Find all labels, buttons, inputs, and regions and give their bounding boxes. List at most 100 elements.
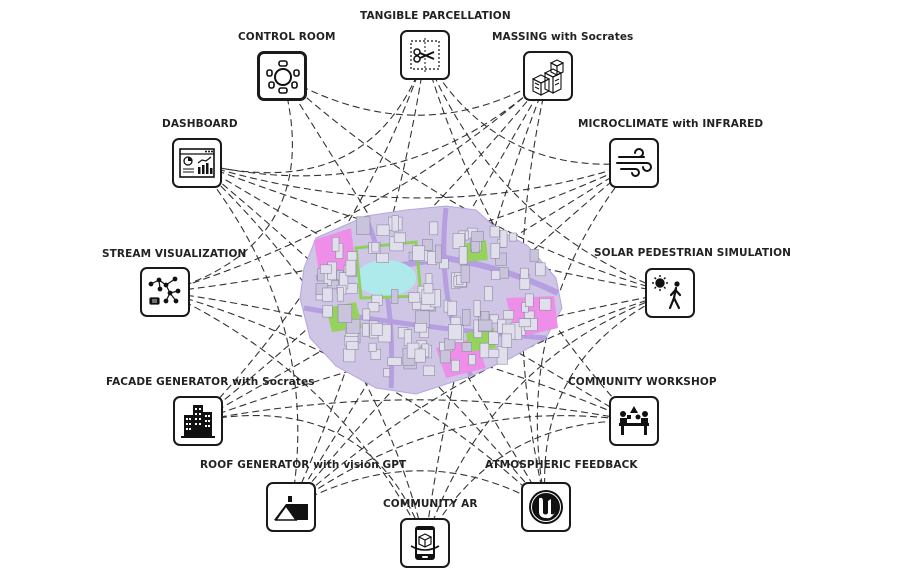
connection-line	[281, 75, 671, 294]
node-label-facade: FACADE GENERATOR with Socrates	[106, 376, 315, 388]
node-label-dashboard: DASHBOARD	[162, 118, 238, 130]
building-block	[322, 287, 333, 302]
building-block	[520, 267, 529, 279]
building-block	[529, 249, 539, 262]
sun-walker-icon	[652, 275, 682, 310]
node-box-dashboard	[172, 138, 222, 188]
node-box-facade	[173, 396, 223, 446]
network-icon	[148, 276, 181, 305]
building-block	[337, 304, 353, 323]
unreal-logo-icon	[529, 490, 563, 524]
building-block	[346, 251, 358, 261]
dashboard-icon	[179, 148, 215, 178]
building-block	[451, 359, 460, 372]
building-block	[448, 324, 462, 341]
building-block	[525, 293, 534, 308]
connection-line	[521, 75, 549, 508]
building-block	[439, 350, 451, 364]
building-block	[479, 342, 490, 359]
building-block	[484, 286, 493, 302]
building-block	[376, 252, 389, 263]
connection-line	[424, 54, 671, 294]
connection-line	[196, 75, 549, 177]
roof-icon	[274, 496, 308, 521]
building-block	[376, 224, 390, 236]
building-block	[462, 309, 471, 326]
node-box-solar	[645, 268, 695, 318]
connection-line	[424, 292, 671, 544]
node-box-massing	[523, 51, 573, 101]
connection-line	[290, 75, 549, 508]
node-label-microclimate: MICROCLIMATE with INFRARED	[578, 118, 764, 130]
connection-line	[197, 399, 635, 422]
building-block	[368, 342, 377, 352]
building-block	[331, 236, 340, 252]
building-block	[535, 262, 546, 277]
node-label-roof: ROOF GENERATOR with vision GPT	[200, 459, 407, 471]
building-block	[391, 289, 399, 304]
building-block	[458, 246, 468, 265]
building-block	[343, 348, 356, 363]
connection-line	[281, 75, 549, 116]
building-block	[501, 333, 512, 348]
building-block	[429, 221, 439, 236]
node-label-tangible: TANGIBLE PARCELLATION	[360, 10, 511, 22]
building-icon	[181, 405, 215, 438]
phone-ar-icon	[410, 526, 440, 560]
building-block	[408, 292, 421, 303]
connection-line	[197, 415, 426, 544]
building-block	[473, 300, 481, 317]
building-block	[371, 241, 380, 253]
node-box-microclimate	[609, 138, 659, 188]
node-label-stream: STREAM VISUALIZATION	[102, 248, 247, 260]
connection-line	[290, 292, 671, 508]
node-label-control: CONTROL ROOM	[238, 31, 336, 43]
building-block	[356, 216, 371, 235]
building-block	[422, 239, 433, 251]
node-box-workshop	[609, 396, 659, 446]
building-block	[367, 302, 380, 313]
connection-line	[424, 54, 635, 165]
wind-icon	[616, 148, 652, 177]
building-block	[320, 264, 332, 274]
building-block	[539, 298, 552, 311]
building-block	[345, 259, 357, 277]
building-block	[322, 305, 333, 318]
building-block	[435, 244, 442, 264]
city-model-image	[299, 205, 563, 395]
building-block	[393, 232, 406, 244]
building-block	[346, 341, 359, 350]
building-block	[447, 300, 457, 316]
connection-line	[196, 54, 426, 174]
building-block	[391, 215, 399, 232]
connection-line	[544, 292, 671, 508]
node-label-solar: SOLAR PEDESTRIAN SIMULATION	[594, 247, 792, 259]
node-box-roof	[266, 482, 316, 532]
building-block	[478, 319, 493, 332]
node-label-ar: COMMUNITY AR	[383, 498, 478, 510]
building-block	[423, 365, 436, 376]
node-label-workshop: COMMUNITY WORKSHOP	[568, 376, 717, 388]
building-block	[383, 368, 391, 378]
node-box-atmospheric	[521, 482, 571, 532]
node-label-massing: MASSING with Socrates	[492, 31, 634, 43]
node-box-tangible	[400, 30, 450, 80]
building-block	[423, 283, 434, 294]
building-block	[468, 354, 476, 366]
connection-line	[164, 291, 426, 544]
connection-line	[196, 162, 635, 199]
building-block	[503, 310, 514, 320]
connection-line	[196, 162, 426, 544]
node-box-stream	[140, 267, 190, 317]
building-block	[499, 267, 509, 279]
building-block	[414, 348, 426, 363]
connection-line	[424, 420, 635, 544]
building-block	[499, 230, 508, 248]
building-block	[495, 252, 507, 266]
connection-line	[290, 470, 547, 508]
node-label-atmospheric: ATMOSPHERIC FEEDBACK	[485, 459, 638, 471]
building-block	[471, 231, 484, 242]
building-block	[362, 308, 371, 321]
node-box-ar	[400, 518, 450, 568]
